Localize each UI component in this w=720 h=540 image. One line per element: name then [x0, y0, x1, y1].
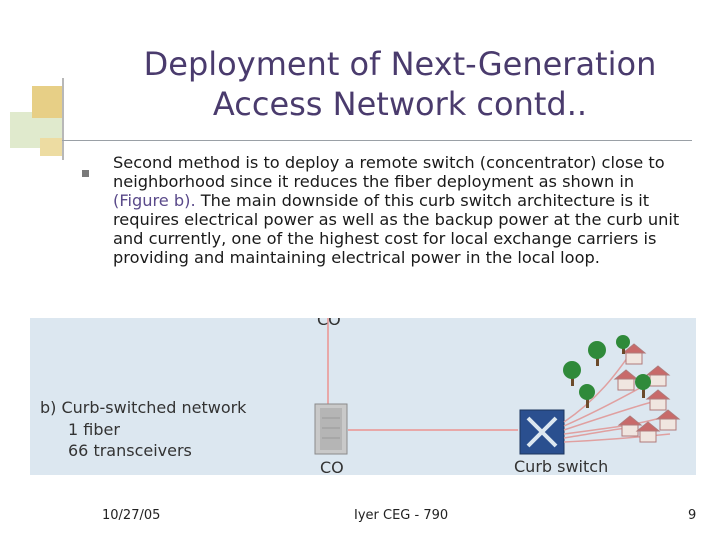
title-divider-line	[62, 140, 692, 141]
bullet-text: Second method is to deploy a remote swit…	[113, 153, 693, 267]
network-diagram	[314, 318, 681, 455]
figure-caption-title: b) Curb-switched network	[40, 398, 247, 417]
co-label-top: CO	[317, 318, 341, 329]
footer-date: 10/27/05	[102, 508, 161, 523]
bullet-square-icon	[82, 170, 89, 177]
figure-caption-fiber: 1 fiber	[68, 420, 120, 439]
title-line-2: Access Network contd..	[212, 85, 588, 123]
decor-vertical-line	[62, 78, 64, 160]
footer-center: Iyer CEG - 790	[354, 508, 449, 523]
figure-reference: (Figure b).	[113, 191, 196, 210]
house-icon	[613, 343, 681, 443]
bullet-text-start: Second method is to deploy a remote swit…	[113, 153, 665, 191]
co-building-icon	[314, 403, 348, 455]
figure-caption-transceivers: 66 transceivers	[68, 441, 192, 460]
decor-square-gold	[32, 86, 62, 118]
tree-icon	[563, 335, 651, 408]
bullet-text-end: The main downside of this curb switch ar…	[113, 191, 680, 267]
slide-number: 9	[688, 508, 697, 523]
title-line-1: Deployment of Next-Generation	[143, 45, 657, 83]
decor-square-gold-small	[40, 138, 62, 156]
slide-title: Deployment of Next-Generation Access Net…	[110, 44, 690, 124]
curb-switch-icon	[519, 409, 565, 455]
network-figure: CO b) Curb-switched network 1 fiber 66 t…	[30, 318, 696, 475]
curb-switch-label: Curb switch	[514, 457, 609, 475]
co-label: CO	[320, 458, 344, 475]
